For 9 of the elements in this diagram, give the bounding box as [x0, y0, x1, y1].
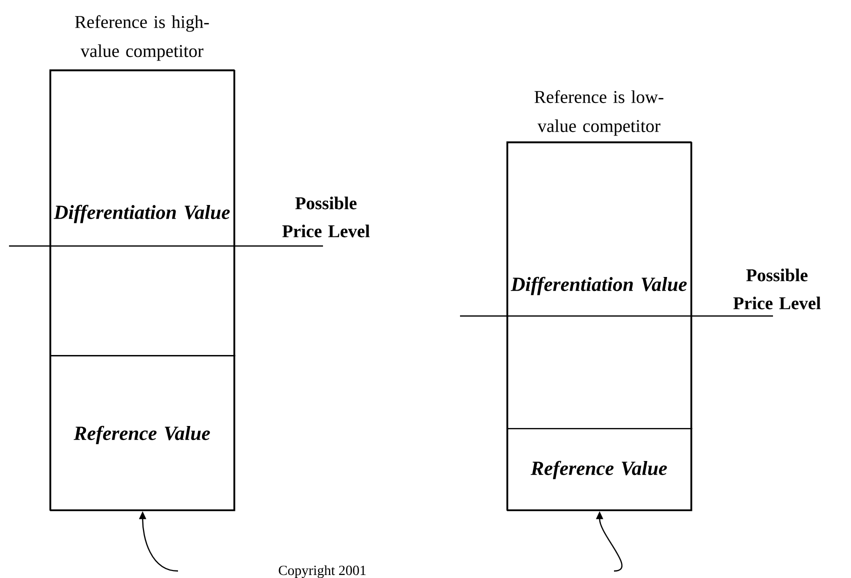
- copyright-note: Copyright 2001: [278, 565, 366, 578]
- price-label: Possible Price Level: [282, 196, 370, 238]
- value-box: Differentiation Value: [507, 142, 692, 430]
- node-label: Reference is high-value competitor: [75, 15, 209, 61]
- price-label: Possible Price Level: [733, 268, 821, 310]
- value-box: Differentiation Value: [50, 70, 236, 356]
- node-label: Reference is low-value competitor: [534, 90, 664, 136]
- value-box: Reference Value: [50, 354, 236, 512]
- value-box: Reference Value: [507, 428, 692, 512]
